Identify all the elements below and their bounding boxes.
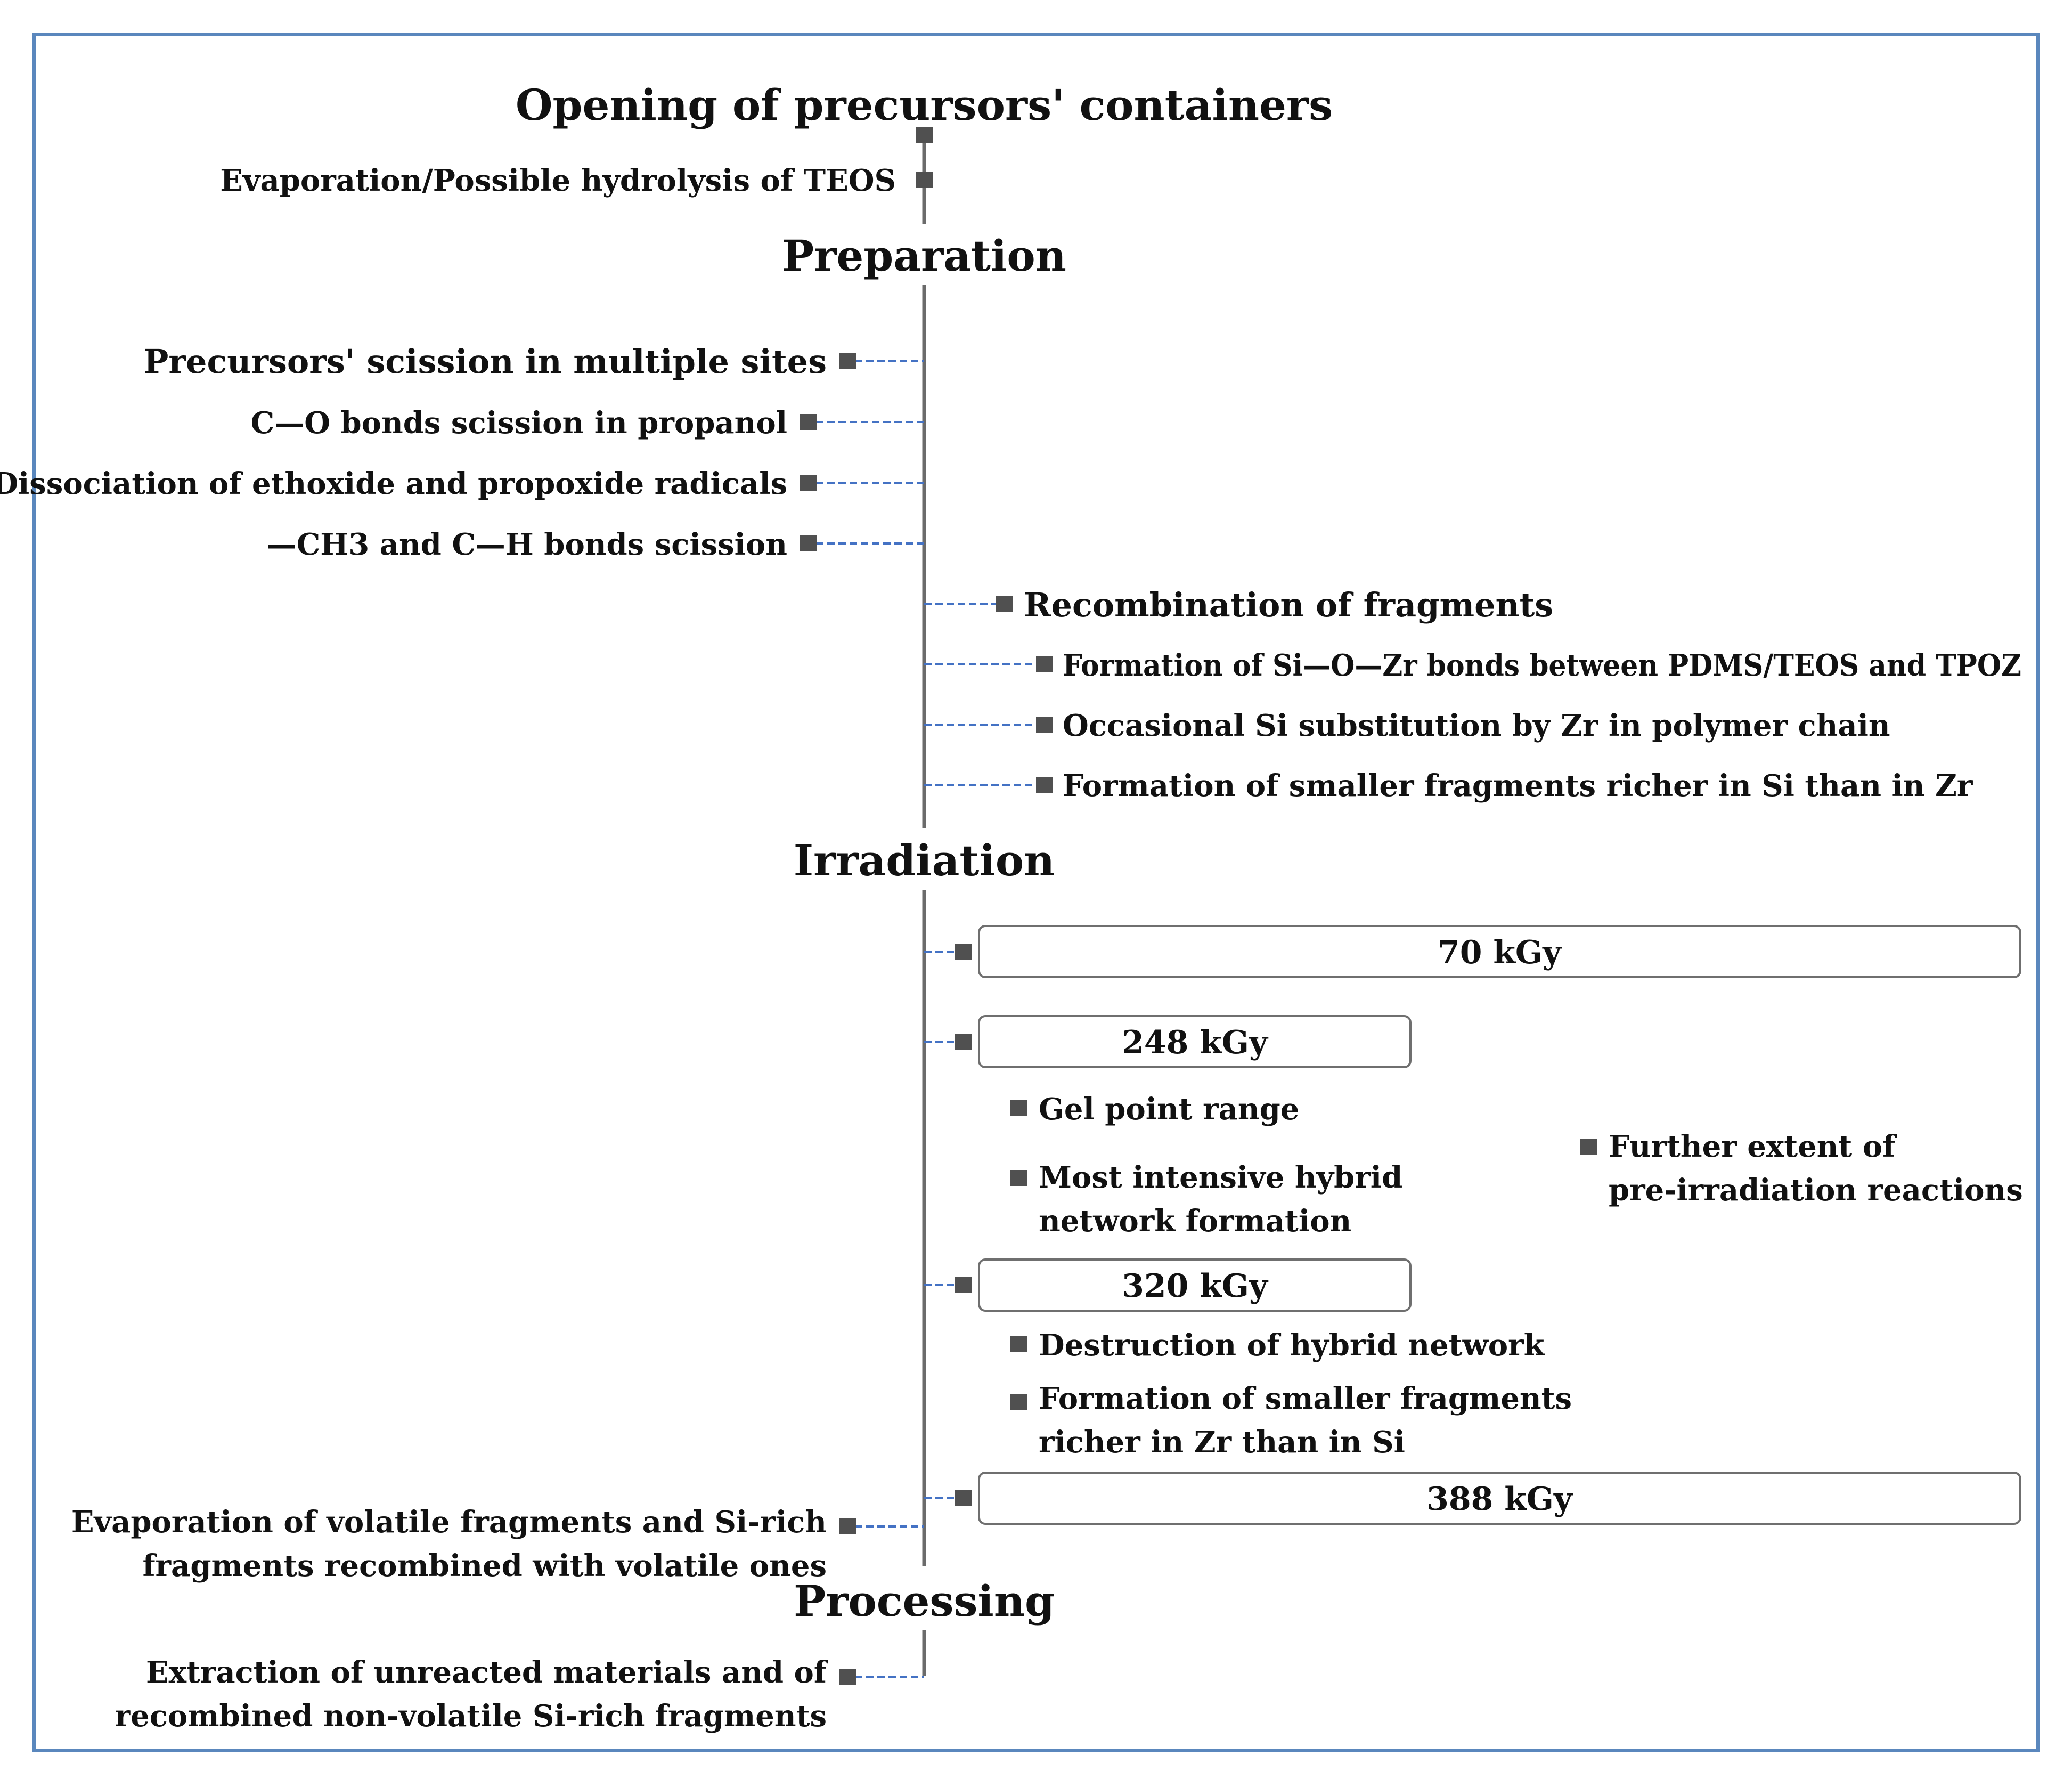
- label-smaller-zr-line1: Formation of smaller fragments: [1039, 1381, 1572, 1416]
- timeline-markers: [800, 127, 1597, 1685]
- label-destruction: Destruction of hybrid network: [1039, 1328, 1545, 1363]
- label-smaller-zr-line2: richer in Zr than in Si: [1039, 1425, 1405, 1460]
- marker-si-substitution: [1036, 717, 1053, 733]
- label-extraction-line2: recombined non-volatile Si-rich fragment…: [115, 1699, 827, 1734]
- phase-title-irradiation: Irradiation: [794, 835, 1055, 886]
- label-recombination: Recombination of fragments: [1024, 586, 1553, 624]
- phase-title-processing: Processing: [794, 1576, 1055, 1626]
- marker-si-o-zr: [1036, 656, 1053, 672]
- marker-ch3-bonds: [800, 535, 817, 551]
- dose-box-70: [978, 925, 2021, 978]
- marker-dose-248: [955, 1034, 972, 1050]
- label-intensive-line2: network formation: [1039, 1204, 1351, 1239]
- label-intensive-line1: Most intensive hybrid: [1039, 1160, 1402, 1195]
- marker-co-bonds: [800, 414, 817, 430]
- dose-boxes: [978, 925, 2021, 1525]
- marker-dose-388: [955, 1490, 972, 1506]
- label-gel-point: Gel point range: [1039, 1092, 1299, 1127]
- diagram-frame: [32, 33, 2040, 1752]
- label-extraction-line1: Extraction of unreacted materials and of: [146, 1655, 829, 1690]
- connector-lines: [816, 360, 1036, 1678]
- marker-scission-multiple: [839, 353, 856, 369]
- marker-dissociation: [800, 475, 817, 491]
- marker-dose-70: [955, 944, 972, 960]
- marker-smaller-si: [1036, 777, 1053, 793]
- dose-label-248: 248 kGy: [1122, 1024, 1269, 1061]
- marker-evap-volatile: [839, 1518, 856, 1534]
- phase-title-opening: Opening of precursors' containers: [516, 80, 1333, 130]
- dose-label-388: 388 kGy: [1426, 1481, 1573, 1518]
- dose-box-248: [978, 1015, 1412, 1068]
- marker-opening: [916, 127, 933, 143]
- marker-dose-320: [955, 1277, 972, 1293]
- label-si-o-zr: Formation of Si—O—Zr bonds between PDMS/…: [1063, 648, 2021, 683]
- phase-title-preparation: Preparation: [782, 231, 1066, 281]
- label-scission-multiple: Precursors' scission in multiple sites: [144, 342, 827, 381]
- marker-evaporation-teos: [916, 172, 933, 188]
- dose-box-388: [978, 1472, 2021, 1525]
- marker-gel-point: [1010, 1100, 1027, 1116]
- marker-smaller-zr: [1010, 1394, 1027, 1410]
- dose-label-320: 320 kGy: [1122, 1268, 1269, 1305]
- label-further-line1: Further extent of: [1609, 1129, 1897, 1164]
- label-evaporation-teos: Evaporation/Possible hydrolysis of TEOS: [220, 163, 896, 198]
- marker-intensive: [1010, 1170, 1027, 1186]
- dose-label-70: 70 kGy: [1438, 934, 1562, 971]
- dose-box-320: [978, 1258, 1412, 1312]
- marker-extraction: [839, 1669, 856, 1685]
- label-evap-volatile-line1: Evaporation of volatile fragments and Si…: [71, 1505, 827, 1540]
- label-si-substitution: Occasional Si substitution by Zr in poly…: [1063, 708, 1890, 743]
- marker-recombination: [996, 596, 1013, 612]
- label-co-bonds: C—O bonds scission in propanol: [251, 405, 787, 441]
- marker-further: [1580, 1139, 1597, 1155]
- label-smaller-si: Formation of smaller fragments richer in…: [1063, 768, 1973, 803]
- label-evap-volatile-line2: fragments recombined with volatile ones: [142, 1548, 827, 1583]
- marker-destruction: [1010, 1336, 1027, 1352]
- label-dissociation: Dissociation of ethoxide and propoxide r…: [0, 466, 787, 501]
- label-ch3-bonds: —CH3 and C—H bonds scission: [267, 527, 787, 562]
- label-further-line2: pre-irradiation reactions: [1609, 1173, 2023, 1208]
